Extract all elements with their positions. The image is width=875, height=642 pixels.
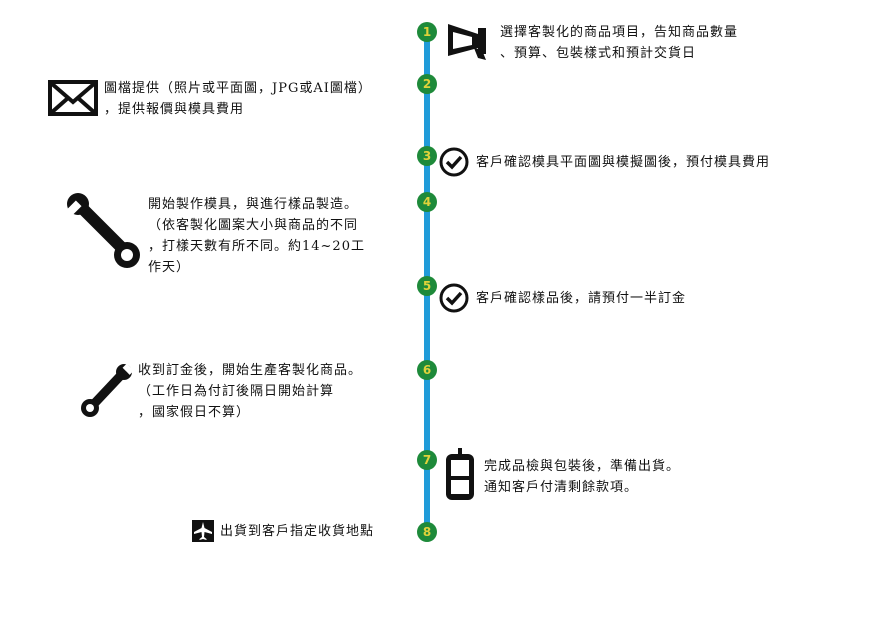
step-1-node: 1: [417, 22, 437, 42]
step-4-line-1: 開始製作模具，與進行樣品製造。: [148, 197, 359, 212]
step-6-text: 收到訂金後，開始生產客製化商品。 （工作日為付訂後隔日開始計算 ，國家假日不算）: [138, 360, 362, 423]
step-4-line-2: （依客製化圖案大小與商品的不同: [148, 218, 359, 233]
mobile-phone-icon: [446, 448, 474, 500]
step-6-line-2: （工作日為付訂後隔日開始計算: [138, 384, 335, 399]
step-6-line-3: ，國家假日不算）: [138, 405, 251, 420]
step-7-line-2: 通知客戶付清剩餘款項。: [484, 480, 639, 495]
step-3-line-1: 客戶確認模具平面圖與模擬圖後，預付模具費用: [476, 155, 771, 170]
check-circle-icon: [439, 283, 469, 313]
step-8-text: 出貨到客戶指定收貨地點: [220, 521, 374, 542]
step-2-node: 2: [417, 74, 437, 94]
airplane-icon: [192, 520, 214, 542]
step-7-node: 7: [417, 450, 437, 470]
step-2-line-1: 圖檔提供（照片或平面圖，JPG或AI圖檔）: [104, 81, 372, 96]
step-6-line-1: 收到訂金後，開始生產客製化商品。: [138, 363, 363, 378]
step-5-line-1: 客戶確認樣品後，請預付一半訂金: [476, 291, 687, 306]
step-5-node: 5: [417, 276, 437, 296]
step-1-line-2: 、預算、包裝樣式和預計交貨日: [500, 46, 697, 61]
step-1-line-1: 選擇客製化的商品項目，告知商品數量: [500, 25, 739, 40]
wrench-icon: [81, 363, 134, 417]
step-4-line-4: 作天）: [148, 260, 191, 275]
step-8-node: 8: [417, 522, 437, 542]
step-2-text: 圖檔提供（照片或平面圖，JPG或AI圖檔） ，提供報價與模具費用: [104, 78, 372, 120]
step-2-line-2: ，提供報價與模具費用: [104, 102, 245, 117]
envelope-icon: [48, 80, 98, 116]
step-4-text: 開始製作模具，與進行樣品製造。 （依客製化圖案大小與商品的不同 ，打樣天數有所不…: [148, 194, 365, 278]
step-7-line-1: 完成品檢與包裝後，準備出貨。: [484, 459, 681, 474]
step-4-line-3: ，打樣天數有所不同。約14~20工: [148, 239, 365, 254]
megaphone-icon: [448, 24, 486, 60]
step-3-node: 3: [417, 146, 437, 166]
step-1-text: 選擇客製化的商品項目，告知商品數量 、預算、包裝樣式和預計交貨日: [500, 22, 738, 64]
step-5-text: 客戶確認樣品後，請預付一半訂金: [476, 288, 686, 309]
step-8-line-1: 出貨到客戶指定收貨地點: [220, 524, 375, 539]
step-6-node: 6: [417, 360, 437, 380]
step-3-text: 客戶確認模具平面圖與模擬圖後，預付模具費用: [476, 152, 770, 173]
wrench-icon: [65, 193, 140, 268]
step-4-node: 4: [417, 192, 437, 212]
step-7-text: 完成品檢與包裝後，準備出貨。 通知客戶付清剩餘款項。: [484, 456, 680, 498]
check-circle-icon: [439, 147, 469, 177]
